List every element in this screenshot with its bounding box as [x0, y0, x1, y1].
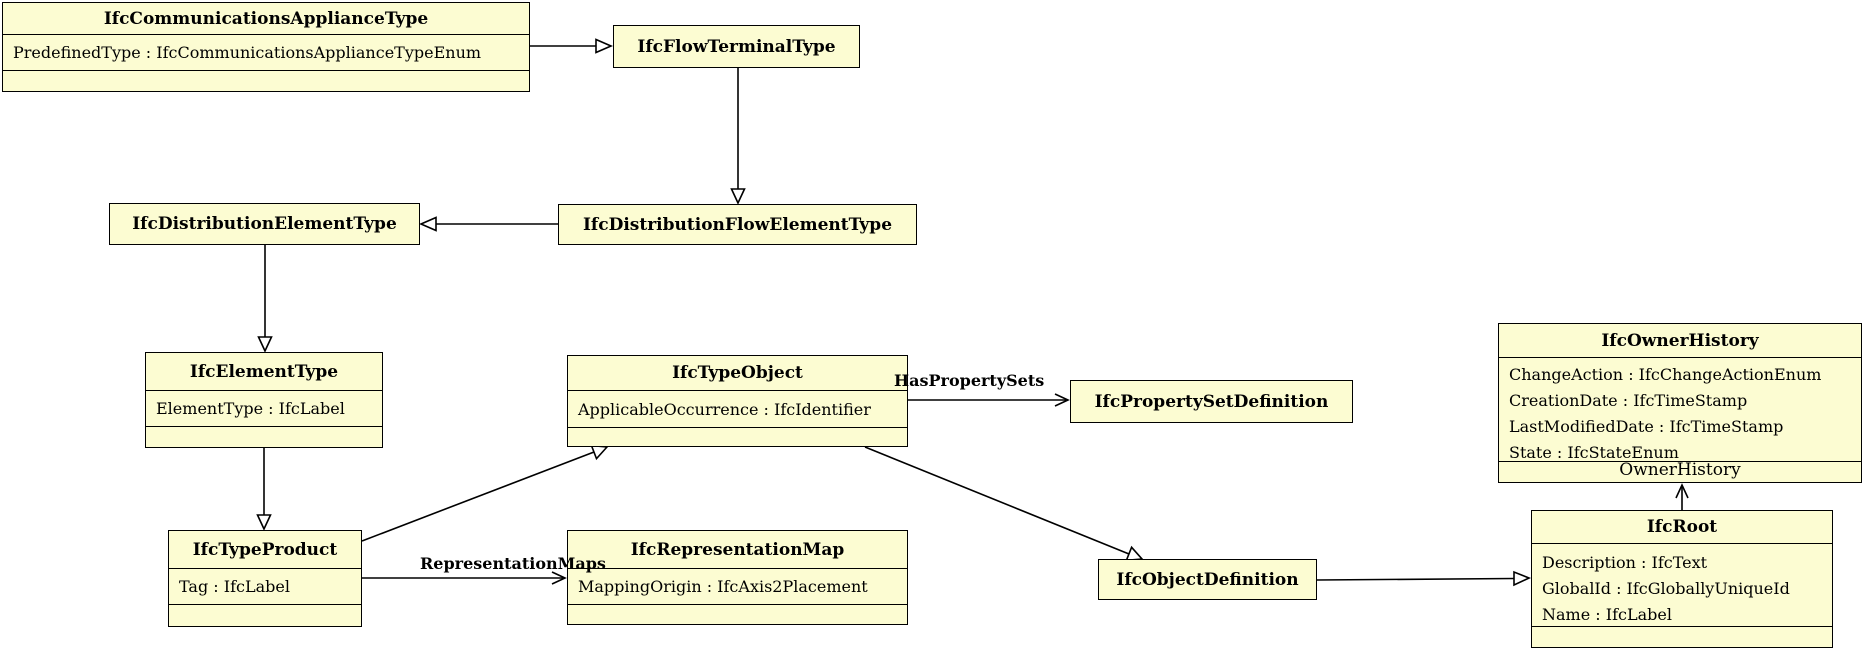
- class-box-ifccommunicationsappliancetype[interactable]: IfcCommunicationsApplianceType Predefine…: [2, 2, 530, 92]
- class-attribute: ApplicableOccurrence : IfcIdentifier: [578, 400, 871, 419]
- class-attributes: PredefinedType : IfcCommunicationsApplia…: [3, 34, 529, 70]
- association-label-ownerhistory: OwnerHistory: [1619, 460, 1741, 480]
- class-box-ifctypeproduct[interactable]: IfcTypeProduct Tag : IfcLabel: [168, 530, 362, 627]
- association-label-haspropertysets: HasPropertySets: [894, 371, 1045, 390]
- inheritance-arrowhead: [257, 336, 273, 353]
- class-box-ifcobjectdefinition[interactable]: IfcObjectDefinition: [1098, 559, 1317, 600]
- class-attributes: ApplicableOccurrence : IfcIdentifier: [568, 390, 907, 427]
- class-attribute: State : IfcStateEnum: [1509, 443, 1679, 462]
- class-box-ifctypeobject[interactable]: IfcTypeObject ApplicableOccurrence : Ifc…: [567, 355, 908, 447]
- empty-compartment: [169, 604, 361, 626]
- class-attributes: ElementType : IfcLabel: [146, 390, 382, 426]
- class-attribute: ChangeAction : IfcChangeActionEnum: [1509, 365, 1822, 384]
- class-title: IfcDistributionFlowElementType: [582, 214, 893, 235]
- class-title: IfcCommunicationsApplianceType: [103, 8, 429, 29]
- class-attribute: GlobalId : IfcGloballyUniqueId: [1542, 579, 1790, 598]
- class-attribute: Tag : IfcLabel: [179, 577, 290, 596]
- class-title: IfcOwnerHistory: [1601, 330, 1759, 351]
- inheritance-arrow-typeproduct-to-typeobject: [361, 451, 595, 542]
- inheritance-arrow-objdef-to-root: [1316, 577, 1515, 581]
- class-attribute: ElementType : IfcLabel: [156, 399, 345, 418]
- class-box-ifcdistributionelementtype[interactable]: IfcDistributionElementType: [109, 203, 420, 245]
- class-title: IfcPropertySetDefinition: [1094, 391, 1329, 412]
- inheritance-arrowhead: [590, 444, 609, 461]
- class-attribute: MappingOrigin : IfcAxis2Placement: [578, 577, 868, 596]
- class-box-ifcdistributionflowelementtype[interactable]: IfcDistributionFlowElementType: [558, 204, 917, 245]
- class-attribute: CreationDate : IfcTimeStamp: [1509, 391, 1748, 410]
- empty-compartment: [568, 604, 907, 624]
- class-title: IfcRepresentationMap: [630, 539, 845, 560]
- class-attribute: Name : IfcLabel: [1542, 605, 1672, 624]
- empty-compartment: [568, 427, 907, 446]
- inheritance-arrowhead: [256, 514, 272, 531]
- class-title: IfcDistributionElementType: [132, 214, 397, 234]
- class-title: IfcTypeProduct: [192, 539, 338, 560]
- class-title: IfcFlowTerminalType: [637, 36, 836, 57]
- class-title: IfcTypeObject: [672, 363, 803, 383]
- association-arrowhead: [1054, 393, 1070, 407]
- empty-compartment: [1532, 626, 1832, 647]
- class-title: IfcObjectDefinition: [1116, 569, 1299, 590]
- class-box-ifcelementtype[interactable]: IfcElementType ElementType : IfcLabel: [145, 352, 383, 448]
- class-box-ifcroot[interactable]: IfcRoot Description : IfcText GlobalId :…: [1531, 510, 1833, 648]
- class-attributes: Description : IfcText GlobalId : IfcGlob…: [1532, 543, 1832, 626]
- class-attribute: LastModifiedDate : IfcTimeStamp: [1509, 417, 1784, 436]
- class-attributes: ChangeAction : IfcChangeActionEnum Creat…: [1499, 357, 1861, 462]
- inheritance-arrowhead: [730, 188, 746, 205]
- class-box-ifcflowterminaltype[interactable]: IfcFlowTerminalType: [613, 25, 860, 68]
- class-attributes: Tag : IfcLabel: [169, 568, 361, 604]
- inheritance-arrowhead: [595, 38, 614, 54]
- empty-compartment: [1499, 461, 1861, 482]
- class-attribute: Description : IfcText: [1542, 553, 1708, 572]
- class-box-ifcrepresentationmap[interactable]: IfcRepresentationMap MappingOrigin : Ifc…: [567, 530, 908, 625]
- class-title: IfcRoot: [1646, 517, 1718, 537]
- class-box-ifcownerhistory[interactable]: IfcOwnerHistory ChangeAction : IfcChange…: [1498, 323, 1862, 483]
- association-arrowhead: [1675, 483, 1689, 499]
- association-label-representationmaps: RepresentationMaps: [420, 554, 606, 573]
- class-attribute: PredefinedType : IfcCommunicationsApplia…: [13, 43, 482, 62]
- inheritance-arrowhead: [418, 216, 437, 232]
- association-arrowhead: [551, 571, 567, 585]
- empty-compartment: [146, 426, 382, 447]
- class-attributes: MappingOrigin : IfcAxis2Placement: [568, 568, 907, 604]
- empty-compartment: [3, 70, 529, 91]
- class-box-ifcpropertysetdefinition[interactable]: IfcPropertySetDefinition: [1070, 380, 1353, 423]
- inheritance-arrowhead: [1513, 570, 1532, 587]
- class-title: IfcElementType: [189, 361, 339, 382]
